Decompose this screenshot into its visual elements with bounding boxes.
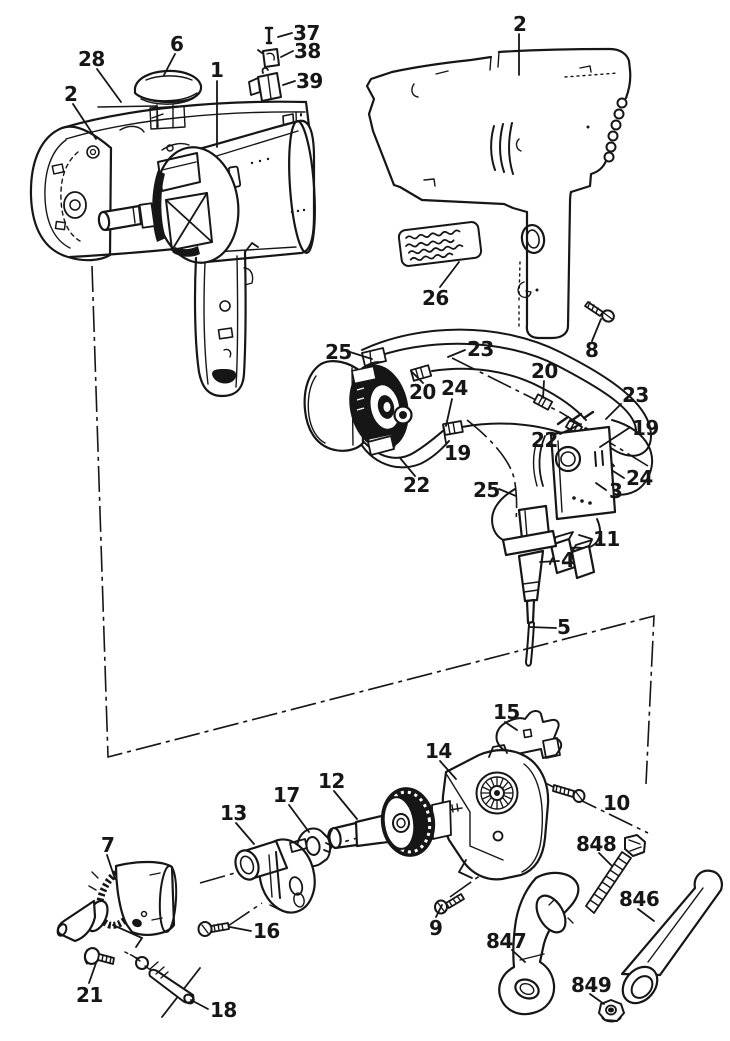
callout-16: 16 bbox=[253, 919, 280, 943]
housing-left-handle bbox=[193, 242, 259, 398]
handle-grip-846 bbox=[620, 869, 723, 1005]
carbon-brush bbox=[257, 48, 280, 68]
callout-26: 26 bbox=[422, 286, 449, 310]
callout-5: 5 bbox=[557, 615, 570, 639]
screw-8 bbox=[584, 301, 615, 323]
callout-28: 28 bbox=[78, 47, 105, 71]
lock-lever bbox=[495, 710, 563, 759]
field-and-wiring-assembly bbox=[303, 328, 654, 667]
callout-12: 12 bbox=[318, 769, 345, 793]
callout-38: 38 bbox=[294, 39, 321, 63]
callout-23a: 23 bbox=[467, 337, 494, 361]
chuck-screw-21 bbox=[83, 946, 115, 966]
motor-housing-left-assembly bbox=[29, 69, 316, 398]
callout-25a: 25 bbox=[325, 340, 352, 364]
callout-leader-lines bbox=[72, 32, 655, 1010]
gear-case bbox=[441, 744, 550, 881]
callout-15: 15 bbox=[493, 700, 520, 724]
callout-22a: 22 bbox=[531, 428, 558, 452]
motor-armature bbox=[97, 119, 316, 264]
gear-case-assembly bbox=[197, 710, 586, 937]
brush-spring-pin bbox=[264, 26, 274, 45]
callout-22b: 22 bbox=[403, 473, 430, 497]
chuck bbox=[56, 860, 178, 943]
nameplate-label bbox=[397, 221, 483, 267]
brush-holder bbox=[248, 66, 282, 102]
callout-8: 8 bbox=[585, 338, 598, 362]
screw-10 bbox=[552, 784, 586, 803]
callout-37: 37 bbox=[293, 21, 320, 45]
handle-bolt-848 bbox=[585, 834, 646, 914]
chuck-key bbox=[112, 924, 201, 1018]
callout-849: 849 bbox=[571, 973, 611, 997]
cord-clamp bbox=[549, 531, 596, 580]
side-handle-clamp-847 bbox=[498, 871, 580, 1016]
callout-25b: 25 bbox=[473, 478, 500, 502]
callout-labels: 28 2 6 1 37 38 39 2 26 8 25 23 20 24 20 … bbox=[64, 12, 660, 1022]
bearing-retainer-13 bbox=[234, 838, 316, 914]
screw-9 bbox=[434, 893, 465, 915]
callout-24a: 24 bbox=[441, 376, 468, 400]
spindle-gear bbox=[327, 787, 452, 857]
callout-20a: 20 bbox=[409, 380, 436, 404]
callout-9: 9 bbox=[429, 916, 442, 940]
handle-nut-849 bbox=[598, 999, 625, 1023]
callout-24b: 24 bbox=[626, 466, 653, 490]
cord-protector bbox=[501, 504, 558, 625]
chuck-group bbox=[56, 860, 201, 1018]
callout-1: 1 bbox=[210, 58, 223, 82]
callout-3: 3 bbox=[609, 479, 622, 503]
callout-4: 4 bbox=[561, 548, 574, 572]
callout-846: 846 bbox=[619, 887, 659, 911]
callout-2b: 2 bbox=[513, 12, 526, 36]
brush-parts bbox=[248, 26, 282, 102]
callout-20b: 20 bbox=[531, 359, 558, 383]
side-handle-parts bbox=[498, 834, 723, 1023]
callout-18: 18 bbox=[210, 998, 237, 1022]
callout-11: 11 bbox=[593, 527, 620, 551]
callout-19a: 19 bbox=[444, 441, 471, 465]
callout-2a: 2 bbox=[64, 82, 77, 106]
brush-cap bbox=[133, 69, 203, 129]
callout-14: 14 bbox=[425, 739, 452, 763]
callout-848: 848 bbox=[576, 832, 616, 856]
callout-7: 7 bbox=[101, 833, 114, 857]
callout-13: 13 bbox=[220, 801, 247, 825]
callout-10: 10 bbox=[603, 791, 630, 815]
callout-17: 17 bbox=[273, 783, 300, 807]
housing-right-shell bbox=[365, 47, 632, 340]
switch bbox=[532, 410, 617, 521]
callout-21: 21 bbox=[76, 983, 103, 1007]
field-assembly bbox=[303, 347, 413, 456]
callout-847: 847 bbox=[486, 929, 526, 953]
callout-19b: 19 bbox=[632, 416, 659, 440]
callout-39: 39 bbox=[296, 69, 323, 93]
screw-16 bbox=[197, 921, 230, 937]
callout-23b: 23 bbox=[622, 383, 649, 407]
callout-6: 6 bbox=[170, 32, 183, 56]
